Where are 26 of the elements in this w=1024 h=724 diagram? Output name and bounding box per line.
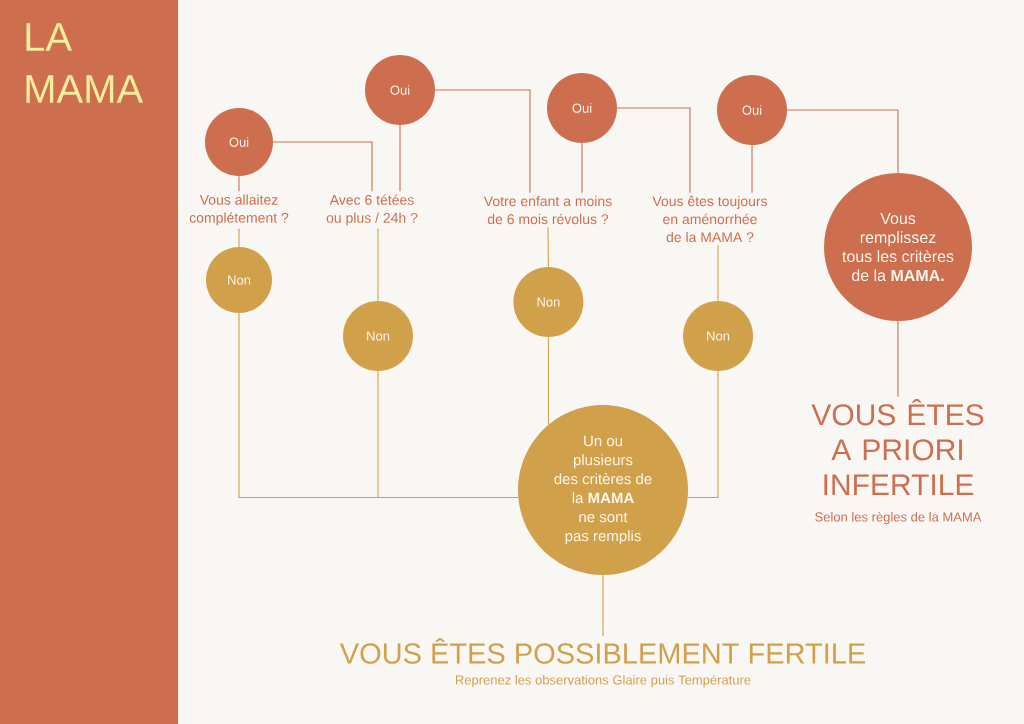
connector-line (238, 228, 240, 248)
connector-line (897, 320, 899, 398)
connector-line (399, 124, 401, 192)
question-text: Vous êtes toujours en aménorrhée de la MAMA ? (652, 195, 768, 243)
connector-line (717, 244, 719, 302)
connector-line (751, 144, 753, 194)
connector-line (786, 109, 899, 174)
connector-line (547, 226, 549, 268)
connector-line (377, 370, 519, 498)
connector-line (581, 142, 583, 194)
connector-line (547, 336, 549, 426)
connector-line (687, 370, 719, 498)
verdict-heading: VOUS ÊTES POSSIBLEMENT FERTILE (339, 638, 865, 664)
connector-line (602, 574, 604, 637)
note-text: Selon les règles de la MAMA (815, 511, 982, 525)
connector-line (434, 89, 531, 194)
question-text: Votre enfant a moins de 6 mois révolus ? (483, 195, 612, 225)
connector-line (272, 141, 373, 192)
connector-line (377, 228, 379, 302)
note-text: Reprenez les observations Glaire puis Température (455, 674, 751, 688)
title: LA MAMA (26, 23, 144, 103)
connector-line (238, 175, 240, 192)
verdict-heading: VOUS ÊTES A PRIORI INFERTILE (811, 398, 984, 496)
question-text: Vous allaitez complétement ? (189, 194, 289, 226)
connector-line (616, 107, 691, 194)
question-text: Avec 6 tétées ou plus / 24h ? (326, 194, 418, 226)
